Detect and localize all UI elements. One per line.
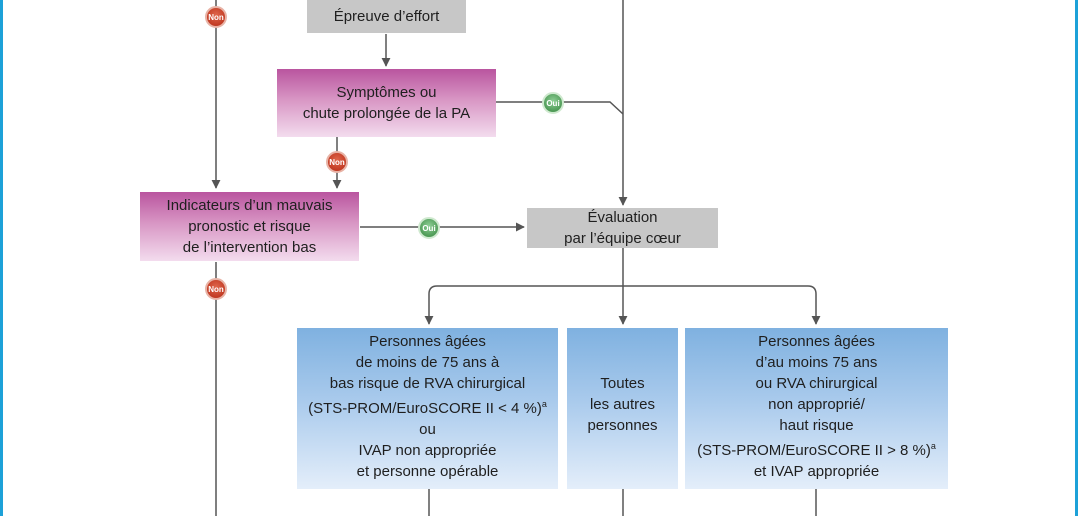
over75-text-a: Personnes âgées d’au moins 75 ans ou RVA… bbox=[697, 333, 931, 459]
splitter-left bbox=[424, 285, 623, 325]
oui-badge-symptoms: Oui bbox=[542, 92, 564, 114]
oui-badge-prognosis: Oui bbox=[418, 217, 440, 239]
stress-test-box: Épreuve d’effort bbox=[307, 0, 466, 33]
heart-team-label: Évaluation par l’équipe cœur bbox=[564, 209, 681, 247]
heart-team-box: Évaluation par l’équipe cœur bbox=[527, 208, 718, 248]
under75-label: Personnes âgées de moins de 75 ans à bas… bbox=[308, 331, 547, 482]
non-badge-top: Non bbox=[205, 6, 227, 28]
under75-footnote-mark: a bbox=[541, 399, 547, 409]
oui-badge-prognosis-label: Oui bbox=[422, 223, 436, 233]
symptoms-label: Symptômes ou chute prolongée de la PA bbox=[302, 84, 471, 122]
oui-badge-symptoms-label: Oui bbox=[546, 98, 560, 108]
over75-text-b: et IVAP appropriée bbox=[753, 463, 880, 480]
over75-label: Personnes âgées d’au moins 75 ans ou RVA… bbox=[697, 331, 936, 482]
non-badge-prognosis: Non bbox=[205, 278, 227, 300]
under75-text-a: Personnes âgées de moins de 75 ans à bas… bbox=[308, 333, 542, 417]
poor-prognosis-box: Indicateurs d’un mauvais pronostic et ri… bbox=[140, 192, 359, 261]
under75-text-b: ou IVAP non appropriée et personne opéra… bbox=[356, 421, 499, 480]
under75-box: Personnes âgées de moins de 75 ans à bas… bbox=[297, 328, 558, 489]
non-badge-symptoms: Non bbox=[326, 151, 348, 173]
splitter-right bbox=[623, 285, 821, 325]
over75-footnote-mark: a bbox=[930, 441, 936, 451]
stress-test-label: Épreuve d’effort bbox=[333, 8, 440, 25]
symptoms-box: Symptômes ou chute prolongée de la PA bbox=[277, 69, 496, 137]
over75-box: Personnes âgées d’au moins 75 ans ou RVA… bbox=[685, 328, 948, 489]
others-box: Toutes les autres personnes bbox=[567, 328, 678, 489]
non-badge-prognosis-label: Non bbox=[208, 284, 224, 294]
others-label: Toutes les autres personnes bbox=[587, 375, 658, 434]
poor-prognosis-label: Indicateurs d’un mauvais pronostic et ri… bbox=[166, 197, 333, 256]
non-badge-symptoms-label: Non bbox=[329, 157, 345, 167]
non-badge-top-label: Non bbox=[208, 12, 224, 22]
symptoms-oui-connector bbox=[496, 101, 624, 115]
